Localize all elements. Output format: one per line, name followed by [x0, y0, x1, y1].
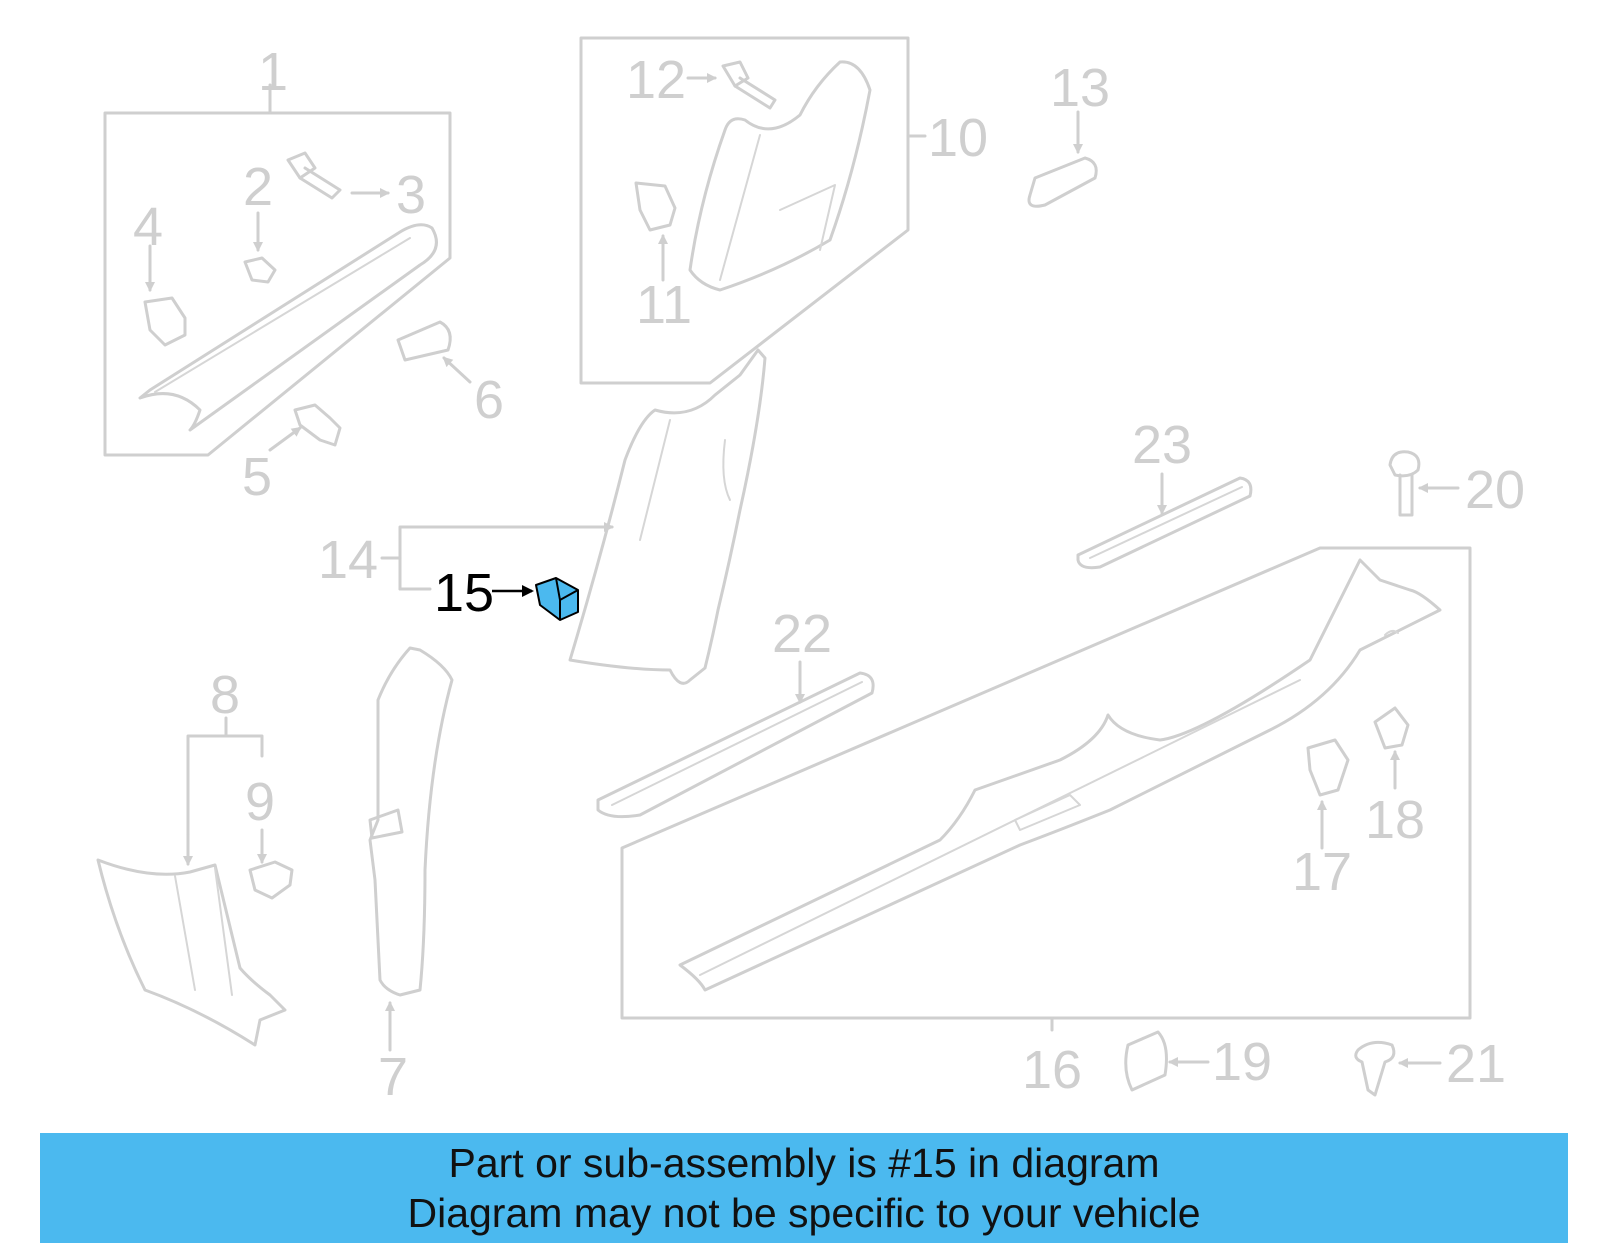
- clip-part-11: [634, 181, 677, 282]
- clip-part-18: [1373, 706, 1410, 790]
- clip-part-15-highlighted: [492, 577, 579, 621]
- callout-7: 7: [378, 1047, 408, 1107]
- bolt-part-12: [686, 60, 777, 110]
- a-pillar-trim-part: [138, 223, 438, 432]
- kick-panel-part-8: [96, 858, 287, 1047]
- callout-11: 11: [636, 275, 692, 335]
- callout-3: 3: [396, 165, 426, 225]
- callout-16: 16: [1022, 1040, 1082, 1100]
- callout-15: 15: [434, 563, 494, 623]
- clip-part-17: [1306, 738, 1350, 850]
- callout-21: 21: [1446, 1034, 1506, 1094]
- screw-part-20: [1388, 450, 1460, 517]
- cover-part-6: [396, 320, 472, 384]
- scuff-plate-part-16: [678, 558, 1442, 992]
- push-pin-part-21: [1354, 1040, 1442, 1097]
- callout-13: 13: [1050, 58, 1110, 118]
- sill-plate-part-23: [1076, 472, 1253, 570]
- bracket-8-9: [183, 716, 264, 866]
- clip-part-9: [248, 828, 294, 900]
- callout-labels: 1 2 3 4 5 6 7 8 9 10 11 12 13 14 15 16 1…: [133, 42, 1525, 1107]
- info-banner: Part or sub-assembly is #15 in diagram D…: [40, 1133, 1568, 1243]
- banner-line-part-reference: Part or sub-assembly is #15 in diagram: [448, 1140, 1160, 1186]
- callout-14: 14: [318, 530, 378, 590]
- callout-8: 8: [210, 665, 240, 725]
- callout-4: 4: [133, 197, 163, 257]
- clip-part-19: [1124, 1030, 1210, 1092]
- clip-part-5: [268, 403, 342, 452]
- bracket-14: [380, 522, 614, 591]
- b-pillar-lower-trim-part: [568, 348, 767, 685]
- group-box-1: [103, 83, 452, 457]
- callout-19: 19: [1212, 1032, 1272, 1092]
- banner-line-disclaimer: Diagram may not be specific to your vehi…: [407, 1190, 1201, 1236]
- callout-1: 1: [258, 42, 288, 102]
- clip-part-2: [243, 211, 277, 284]
- handle-part-13: [1027, 110, 1098, 208]
- callout-17: 17: [1292, 842, 1352, 902]
- bolt-part-3: [286, 151, 390, 200]
- callout-18: 18: [1365, 790, 1425, 850]
- clip-part-4: [143, 244, 187, 347]
- callout-6: 6: [474, 370, 504, 430]
- callout-22: 22: [772, 604, 832, 664]
- callout-10: 10: [928, 108, 988, 168]
- group-box-10: [579, 36, 927, 385]
- callout-20: 20: [1465, 460, 1525, 520]
- group-box-16: [620, 546, 1472, 1032]
- callout-5: 5: [242, 447, 272, 507]
- callout-2: 2: [243, 157, 273, 217]
- sill-plate-part-22: [596, 660, 875, 819]
- callout-23: 23: [1132, 415, 1192, 475]
- pillar-trim-part-7: [368, 646, 454, 1052]
- upper-b-pillar-trim-part: [688, 60, 872, 292]
- callout-12: 12: [626, 50, 686, 110]
- callout-9: 9: [245, 772, 275, 832]
